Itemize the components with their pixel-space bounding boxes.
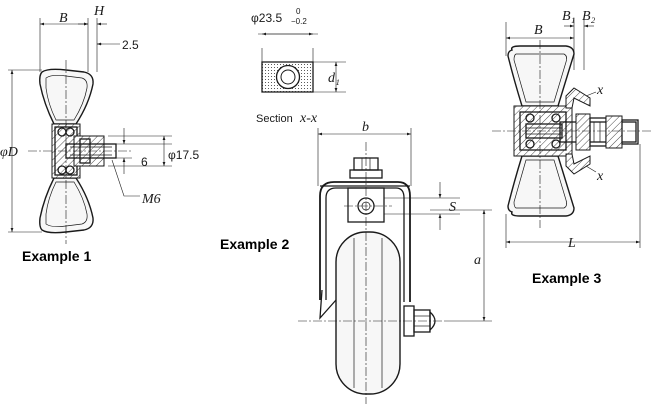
- ex3-dim-L: L: [567, 236, 576, 251]
- example-1-caption: Example 1: [22, 248, 91, 264]
- ex2-wheel: [335, 231, 401, 395]
- ex3-axle: [559, 121, 637, 143]
- ex1-dim-6: 6: [141, 155, 148, 169]
- ex3-dim-x-top: x: [596, 83, 604, 98]
- ex1-dim-gap: 2.5: [122, 38, 139, 52]
- example-3-drawing: [492, 18, 652, 248]
- ex2-dim-a: a: [474, 253, 481, 268]
- ex1-dim-phi17-5: φ17.5: [168, 148, 199, 162]
- ex2-dim-S: S: [449, 200, 456, 215]
- ex1-dim-phiD: φD: [0, 145, 18, 160]
- section-outer-dim: φ23.5: [251, 11, 282, 25]
- ex3-dim-B: B: [534, 23, 543, 38]
- example-1-drawing: [8, 18, 172, 244]
- section-tol-upper: 0: [296, 7, 301, 16]
- example-2-caption: Example 2: [220, 236, 289, 252]
- ex3-dim-B1: B₁: [562, 9, 575, 24]
- example-3-caption: Example 3: [532, 270, 601, 286]
- ex3-dim-x-bottom: x: [596, 169, 604, 184]
- ex3-wheel-bottom: [507, 155, 575, 217]
- ex2-dim-b: b: [362, 120, 369, 135]
- section-tol-lower: −0.2: [291, 17, 307, 26]
- example-2-drawing: [298, 128, 492, 404]
- section-label-name: x-x: [299, 111, 318, 126]
- ex1-dim-M6: M6: [141, 192, 161, 207]
- section-label-prefix: Section: [256, 113, 293, 125]
- ex3-dim-B2: B₂: [582, 9, 596, 24]
- section-dim-d1: d₁: [328, 71, 340, 86]
- ex1-dim-B: B: [59, 11, 68, 26]
- section-x-x-drawing: [258, 32, 346, 93]
- ex1-dim-H: H: [93, 4, 105, 19]
- ex2-bracket: [319, 181, 411, 302]
- ex3-wheel-top: [507, 45, 575, 107]
